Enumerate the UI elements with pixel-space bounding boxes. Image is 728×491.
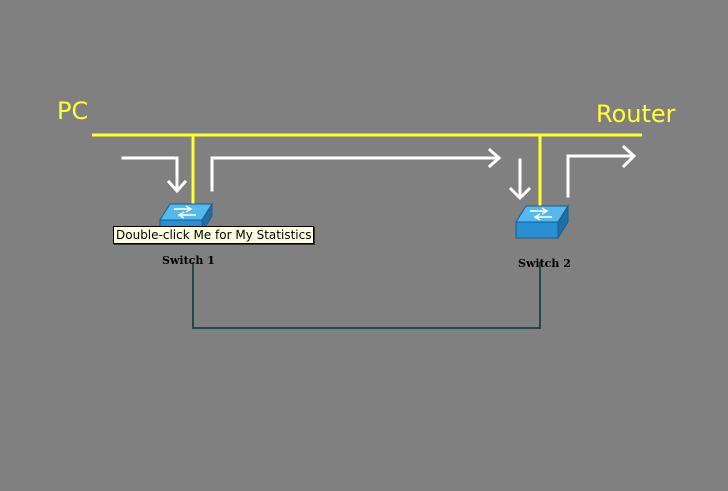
network-switch-icon[interactable] <box>515 204 569 240</box>
network-switch-icon[interactable] <box>159 202 213 234</box>
flow-arrow-icon <box>566 144 637 198</box>
flow-arrow-icon <box>210 147 502 192</box>
router-label: Router <box>596 100 676 128</box>
pc-label: PC <box>57 97 89 125</box>
trunk-link-line <box>192 262 541 329</box>
switch1-label: Switch 1 <box>162 254 215 267</box>
switch2-label: Switch 2 <box>518 257 571 270</box>
flow-arrow-icon <box>121 156 188 194</box>
statistics-tooltip: Double-click Me for My Statistics <box>113 226 315 244</box>
flow-arrow-icon <box>508 158 532 201</box>
